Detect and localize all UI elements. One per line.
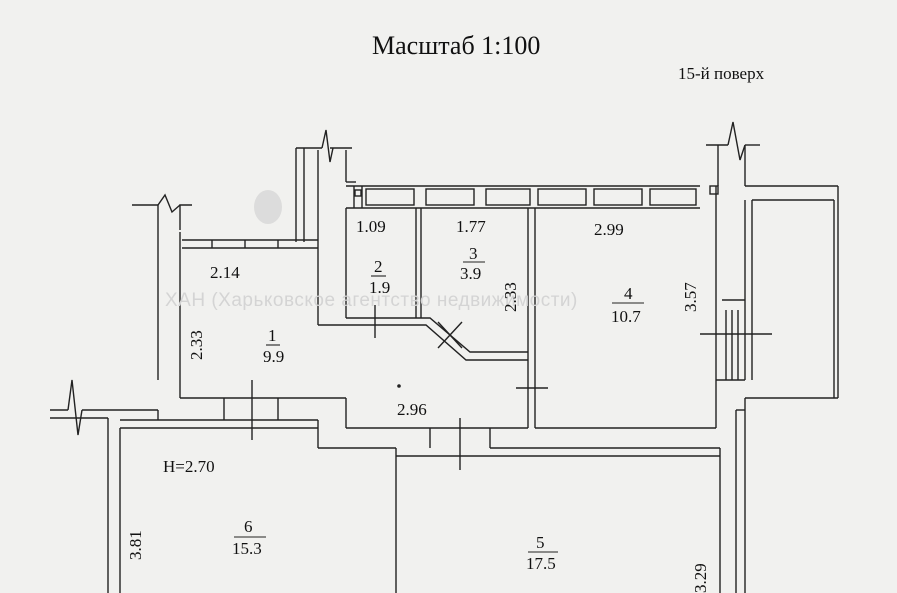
dimension-label: 3.57	[681, 282, 700, 312]
room-4-area: 10.7	[611, 307, 641, 326]
wall-stub	[709, 185, 719, 195]
room-6-number: 6	[244, 517, 253, 536]
dimension-label: 2.99	[594, 220, 624, 239]
room-3-area: 3.9	[460, 264, 482, 283]
wall-line	[132, 204, 159, 380]
wall-line	[179, 204, 192, 230]
wall-line	[420, 324, 528, 361]
window	[649, 188, 697, 206]
dimension-label: 3.81	[126, 530, 145, 560]
break-mark	[727, 121, 746, 161]
watermark-text: ХАН (Харьковское агентство недвижимости)	[165, 290, 578, 311]
window	[365, 188, 415, 206]
dimension-label: 2.33	[501, 282, 520, 312]
window	[537, 188, 587, 206]
room-5-area: 17.5	[526, 554, 556, 573]
dimension-label: 3.29	[691, 563, 710, 593]
dimension-label: 2.96	[397, 400, 427, 419]
wall-line	[420, 317, 528, 353]
window	[485, 188, 531, 206]
dimension-label: 2.14	[210, 263, 240, 282]
room-4-number: 4	[624, 284, 633, 303]
room-1-area: 9.9	[263, 347, 285, 366]
break-mark	[67, 379, 83, 436]
page-title: Масштаб 1:100	[372, 31, 541, 60]
dimension-label: 1.77	[456, 217, 486, 236]
door-mark	[437, 321, 463, 349]
wall-stub	[354, 189, 362, 197]
floor-label: 15-й поверх	[678, 64, 765, 83]
room-2-number: 2	[374, 257, 383, 276]
room-5-number: 5	[536, 533, 545, 552]
break-mark	[157, 193, 181, 214]
ceiling-height-label: H=2.70	[163, 457, 215, 476]
dimension-label: 1.09	[356, 217, 386, 236]
window	[593, 188, 643, 206]
smudge	[254, 190, 282, 224]
point-marker	[397, 384, 401, 388]
room-1-number: 1	[268, 326, 277, 345]
window	[425, 188, 475, 206]
dimension-label: 2.33	[187, 330, 206, 360]
room-3-number: 3	[469, 244, 478, 263]
room-6-area: 15.3	[232, 539, 262, 558]
break-mark	[321, 129, 334, 163]
room-2-area: 1.9	[369, 278, 391, 297]
